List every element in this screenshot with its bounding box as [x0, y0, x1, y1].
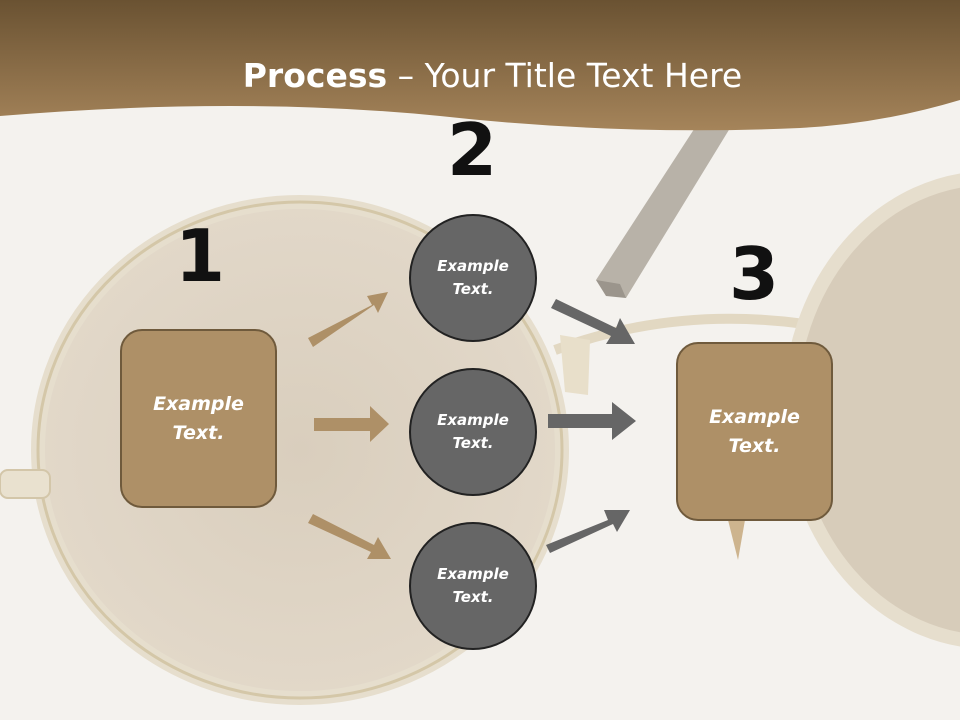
arrow-up-right-gray-icon: [546, 510, 630, 553]
title-rest: – Your Title Text Here: [387, 56, 743, 95]
arrow-down-right-icon: [308, 514, 391, 559]
arrow-down-right-gray-icon: [551, 299, 635, 344]
title-bold: Process: [242, 56, 388, 95]
step-2-circle-middle: Example Text.: [409, 368, 537, 496]
step-2-circle-bottom: Example Text.: [409, 522, 537, 650]
step-number-1: 1: [174, 214, 226, 298]
step-2-circle-top: Example Text.: [409, 214, 537, 342]
arrow-up-right-icon: [308, 292, 388, 347]
arrow-right-icon: [314, 406, 389, 442]
step-number-2: 2: [446, 108, 498, 192]
arrow-right-gray-icon: [548, 402, 636, 440]
step-1-box: Example Text.: [120, 329, 277, 508]
slide-title: Process – Your Title Text Here: [0, 54, 960, 98]
step-3-box: Example Text.: [676, 342, 833, 521]
step-number-3: 3: [728, 232, 780, 316]
